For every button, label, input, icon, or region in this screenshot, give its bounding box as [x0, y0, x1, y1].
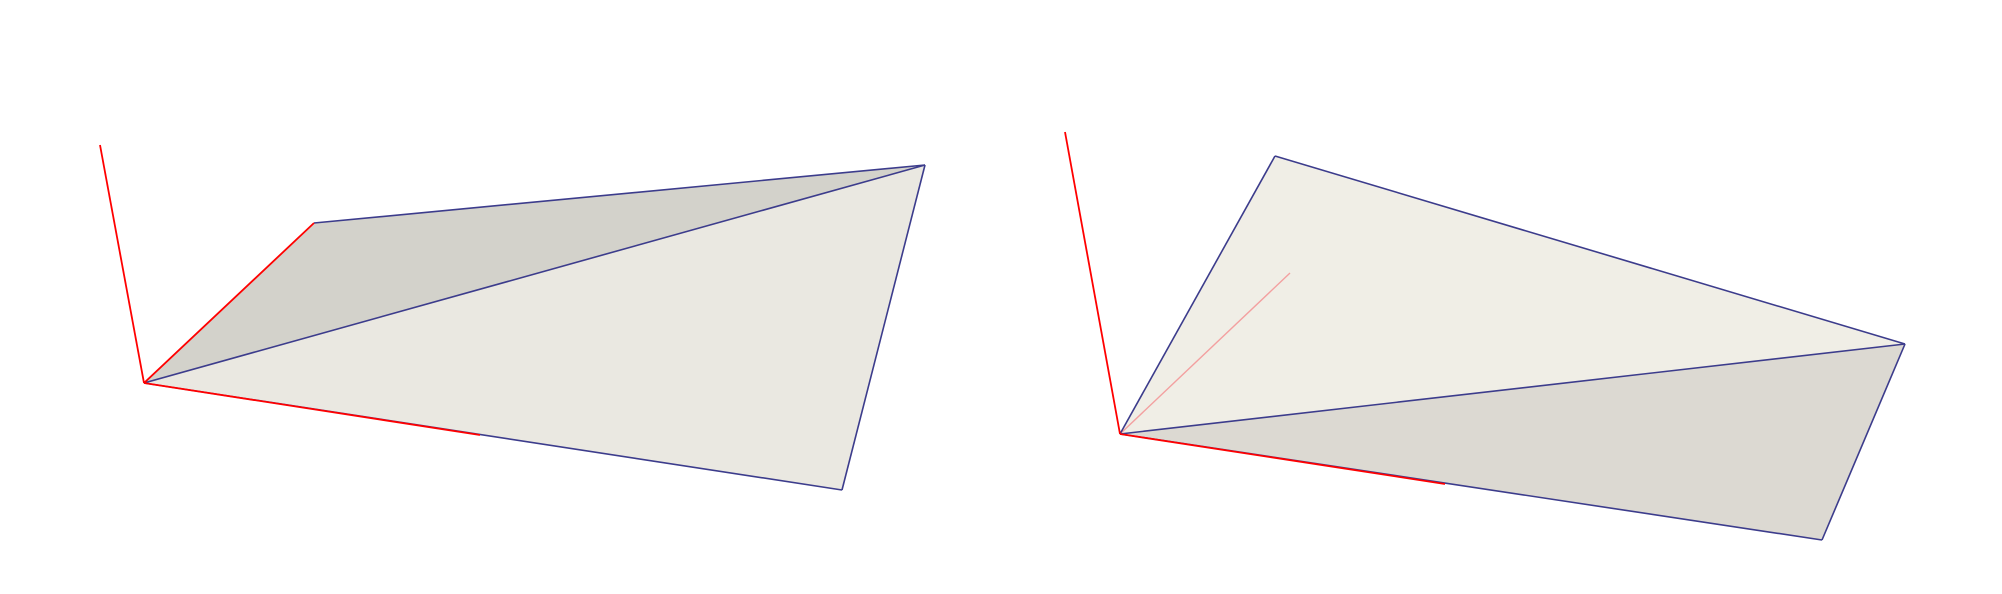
right-axis-hidden [1119, 272, 1291, 435]
left-view [99, 144, 926, 491]
left-axis-y [143, 222, 315, 384]
right-view [1064, 131, 1906, 541]
left-edge-diagonal [143, 164, 926, 384]
right-axis-x [1119, 433, 1446, 485]
left-axis-z [99, 144, 145, 384]
left-axis-x [143, 382, 481, 436]
right-edge-diagonal [1119, 343, 1906, 435]
left-edge-right [841, 164, 926, 491]
left-edge-top [313, 164, 926, 224]
right-axis-z [1064, 131, 1121, 435]
left-face-front [144, 165, 925, 490]
right-edge-right [1821, 343, 1906, 541]
right-face-bottom [1120, 344, 1905, 540]
right-face-top [1120, 156, 1905, 434]
right-edge-top [1274, 155, 1906, 345]
right-edge-left [1119, 155, 1276, 435]
